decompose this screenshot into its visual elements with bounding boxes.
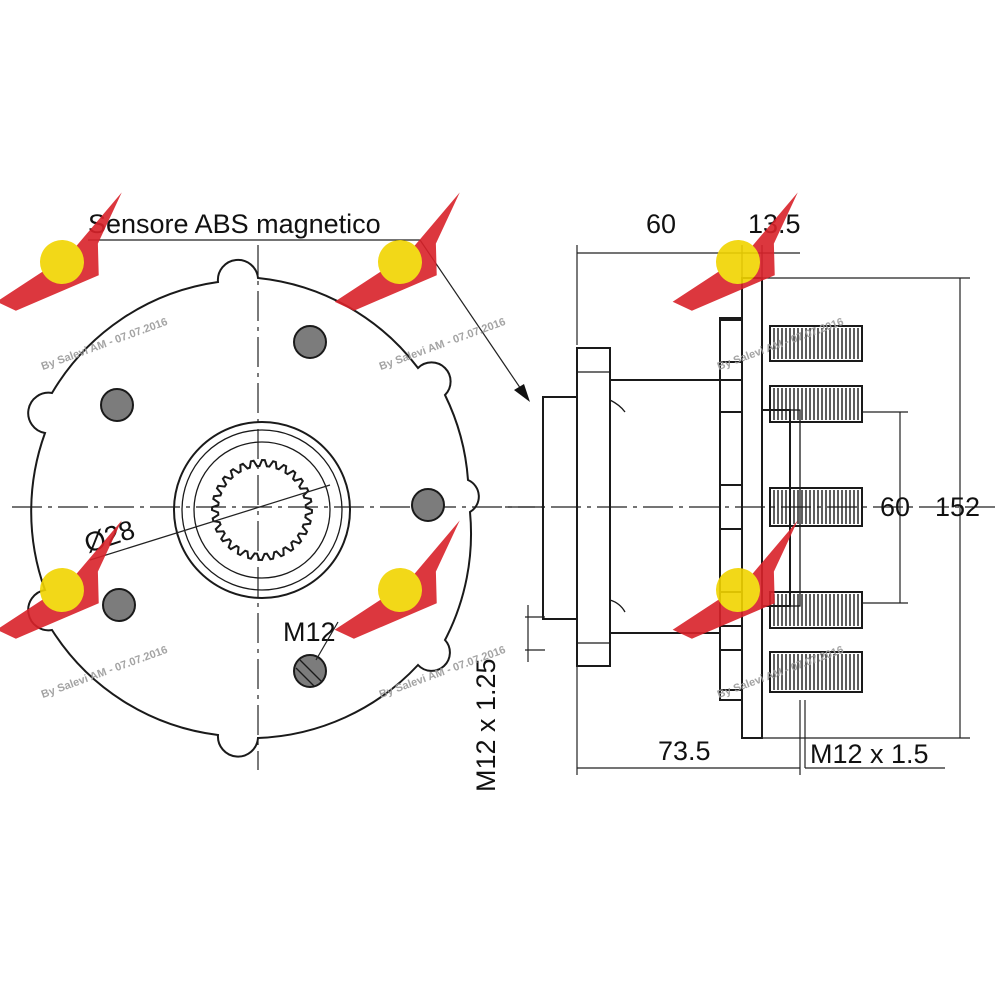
watermark-wing <box>334 520 460 639</box>
watermark-emblem <box>40 240 84 284</box>
wheel-stud-5 <box>769 651 863 693</box>
watermark-wing <box>672 192 798 311</box>
stud-head-1 <box>719 319 743 363</box>
splined-bore <box>210 458 314 562</box>
watermark-wing <box>0 520 122 639</box>
watermark-emblem <box>716 568 760 612</box>
watermark-wing <box>672 520 798 639</box>
stud-head-2 <box>719 379 743 413</box>
watermark-wing <box>334 192 460 311</box>
watermark-wing <box>0 192 122 311</box>
front-view: Ø28 M12 <box>12 245 545 770</box>
watermark-emblem <box>378 240 422 284</box>
abs-sensor-leader <box>419 239 526 396</box>
dim-73-5-label: 73.5 <box>658 736 711 766</box>
stud-head-3 <box>719 484 743 530</box>
bolt-thread-leader <box>315 621 339 661</box>
abs-sensor-label: Sensore ABS magnetico <box>88 209 381 239</box>
bearing-housing-flange <box>576 347 611 667</box>
wheel-stud-3 <box>769 487 863 527</box>
hub-outer-ring <box>173 421 351 599</box>
stud-head-5 <box>719 649 743 691</box>
bolt-hole-hatch-1 <box>299 659 323 683</box>
wheel-flange-inner <box>719 317 743 701</box>
side-view: 60 13.5 152 60 73.5 M12 x 1.5 M12 x 1.25 <box>471 209 995 792</box>
watermark-emblem <box>40 568 84 612</box>
hub-ring-3 <box>193 441 331 579</box>
abs-sensor-arrowhead <box>514 384 530 402</box>
watermark-emblem <box>378 568 422 612</box>
spline-diameter-leader <box>89 484 331 561</box>
wheel-stud-1 <box>769 325 863 362</box>
bolt-hole-1 <box>293 325 327 359</box>
bolt-hole-3 <box>411 488 445 522</box>
dim-60-length-label: 60 <box>646 209 676 239</box>
stud-thread-label: M12 x 1.5 <box>810 739 929 769</box>
wheel-stud-4 <box>769 591 863 629</box>
dim-152-label: 152 <box>935 492 980 522</box>
bolt-thread-label: M12 <box>283 617 336 647</box>
hub-flange-outline <box>27 258 480 758</box>
watermark-text: By Salevi AM - 07.07.2016 <box>40 316 170 373</box>
watermark-text: By Salevi AM - 07.07.2016 <box>40 644 170 701</box>
bolt-hole-4 <box>102 588 136 622</box>
hub-ring-2 <box>181 429 343 591</box>
wheel-studs <box>769 325 863 693</box>
watermark-logo: By Salevi AM - 07.07.2016 <box>0 520 170 701</box>
bolt-hole-hatch-2 <box>295 667 315 687</box>
dim-pitch-label: 60 <box>880 492 910 522</box>
abs-sensor-ring <box>542 396 578 620</box>
hub-body-fillet-bottom <box>609 599 626 613</box>
sensor-thread-label: M12 x 1.25 <box>471 658 501 792</box>
hub-body-fillet-top <box>609 399 626 413</box>
bolt-hole-5 <box>293 654 327 688</box>
wheel-stud-2 <box>769 385 863 423</box>
watermark-emblem <box>716 240 760 284</box>
bolt-hole-2 <box>100 388 134 422</box>
